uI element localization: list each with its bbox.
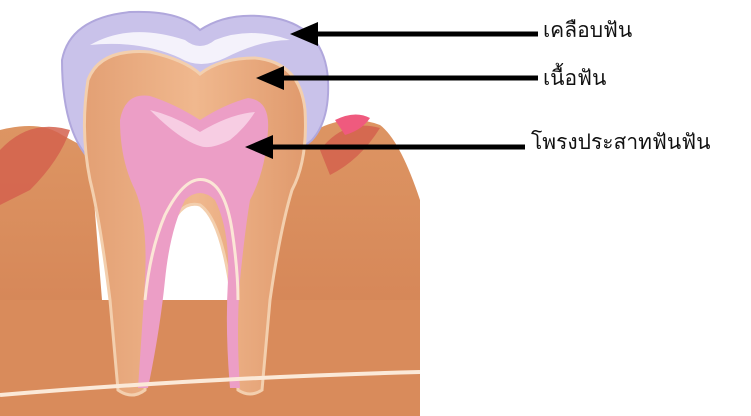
label-pulp: โพรงประสาทฟันฟัน <box>531 132 710 153</box>
label-enamel: เคลือบฟัน <box>543 20 632 41</box>
arrow-enamel <box>290 22 538 46</box>
label-dentin: เนื้อฟัน <box>543 68 606 89</box>
jaw-bone <box>0 300 420 416</box>
